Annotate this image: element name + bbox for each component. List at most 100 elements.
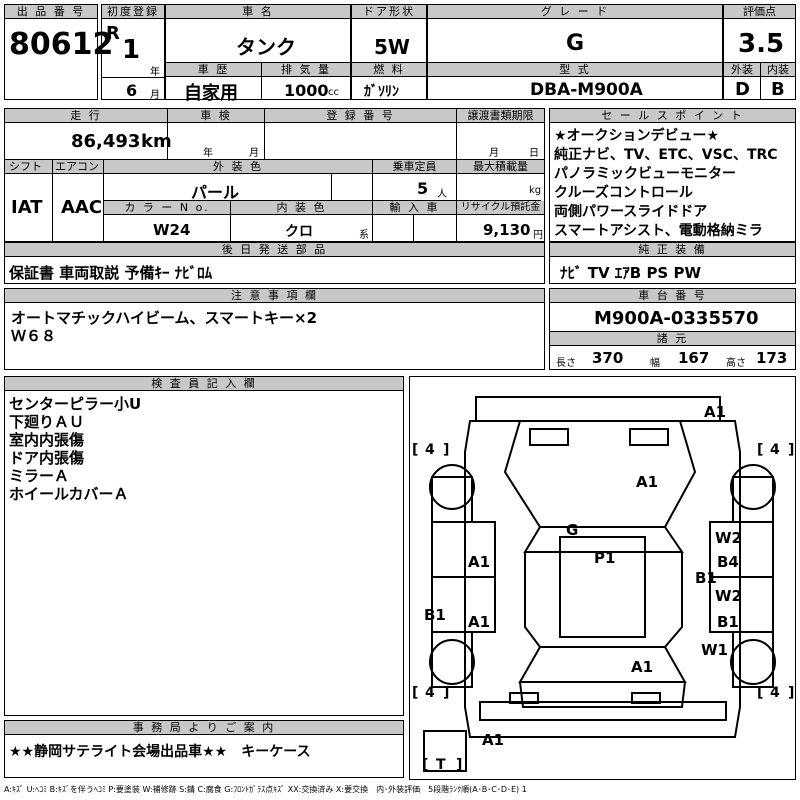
fuel: ｶﾞｿﾘﾝ (364, 84, 399, 100)
capacity-label: 乗車定員 (373, 160, 456, 174)
mark-p1-roof: P1 (594, 549, 615, 567)
equipment-box: 純 正 装 備 ﾅﾋﾞ TV ｴｱB PS PW (549, 242, 796, 284)
length-label: 長さ (556, 358, 576, 369)
taillight-right (631, 692, 661, 704)
lot-number: 80612 (9, 27, 114, 62)
tire-rear-right-value: 4 (770, 685, 780, 701)
capacity: 5 (417, 179, 429, 198)
chassis-number: M900A-0335570 (594, 308, 759, 329)
exterior-color: パール (191, 183, 240, 202)
chassis-box: 車 台 番 号 M900A-0335570 諸 元 長さ 370 幅 167 高… (549, 288, 796, 370)
note-line: オートマチックハイビーム、スマートキー×2 (11, 309, 318, 327)
spare-tire-value: T (436, 757, 446, 773)
grade-box: グ レ ー ド G 型 式 DBA-M900A (427, 4, 723, 100)
lot-number-box: 出 品 番 号 80612 (4, 4, 113, 100)
svg-text:[: [ (757, 442, 763, 458)
mileage-unit: km (141, 131, 172, 152)
mileage-label: 走 行 (5, 109, 167, 123)
mark-a1-bottom: A1 (482, 731, 504, 749)
score: 3.5 (738, 29, 785, 59)
width: 167 (678, 349, 710, 367)
interior-color-label: 内 装 色 (231, 201, 372, 215)
tire-rear-left (429, 639, 475, 685)
first-registration-label: 初度登録 (102, 5, 164, 19)
displacement-unit: cc (328, 87, 339, 98)
body-outline (464, 420, 741, 738)
recycle-unit: 円 (533, 230, 543, 241)
inspector-label: 検 査 員 記 入 欄 (5, 377, 403, 391)
later-parts: 保証書 車両取説 予備ｷｰ ﾅﾋﾞﾛﾑ (9, 264, 213, 282)
exterior-label: 外装 (724, 63, 760, 77)
sales-points-label: セ ー ル ス ポ イ ン ト (550, 109, 795, 123)
tire-front-right (730, 464, 776, 510)
score-label: 評価点 (724, 5, 795, 19)
inspector-note-line: ドア内張傷 (9, 449, 85, 467)
recycle-fee: 9,130 (483, 221, 531, 239)
color-label: 外 装 色 (104, 160, 372, 174)
car-diagram: A1 A1 G P1 A1 A1 B1 W2 B4 B1 W2 B1 W1 A1… (412, 396, 794, 773)
svg-text:]: ] (788, 442, 794, 458)
equipment-label: 純 正 装 備 (550, 243, 795, 257)
mark-b1-left: B1 (424, 606, 446, 624)
inspector-note-line: ミラーＡ (9, 467, 70, 485)
spare-box (423, 730, 467, 772)
roof (559, 536, 646, 638)
later-parts-box: 後 日 発 送 部 品 保証書 車両取説 予備ｷｰ ﾅﾋﾞﾛﾑ (4, 242, 545, 284)
tire-front-left (429, 464, 475, 510)
fuel-label: 燃 料 (352, 63, 426, 77)
history-label: 車 歴 (166, 63, 261, 77)
svg-text:]: ] (788, 685, 794, 701)
load-label: 最大積載量 (457, 160, 544, 174)
mark-w2-right-rear: W2 (715, 587, 742, 605)
displacement-label: 排 気 量 (262, 63, 350, 77)
spec-label: 諸 元 (550, 332, 795, 346)
chassis-label: 車 台 番 号 (550, 289, 795, 303)
sales-point-line: 純正ナビ、TV、ETC、VSC、TRC (554, 147, 778, 163)
rear-bumper (479, 701, 727, 721)
exterior-grade: D (735, 79, 750, 100)
door-label: ドア形状 (352, 5, 426, 19)
sales-point-line: クルーズコントロール (554, 185, 693, 201)
grade: G (566, 31, 585, 56)
mark-b1-right-mid: B1 (695, 569, 717, 587)
front-bumper (475, 396, 721, 422)
office-box: 事 務 局 よ り ご 案 内 ★★静岡サテライト会場出品車★★ キーケース (4, 720, 404, 778)
interior-grade: B (771, 79, 785, 100)
transfer-label: 譲渡書類期限 (457, 109, 544, 123)
svg-text:[: [ (412, 685, 418, 701)
mark-g-glass: G (566, 521, 578, 539)
mark-a1-left-rear: A1 (468, 613, 490, 631)
era: R (106, 23, 120, 44)
mark-a1-hood: A1 (636, 473, 658, 491)
interior-color: クロ (285, 224, 313, 240)
length: 370 (592, 349, 624, 367)
interior-label: 内装 (761, 63, 795, 77)
tire-rear-left-value: 4 (425, 685, 435, 701)
vehicle-details-box: 走 行 車 検 登 録 番 号 譲渡書類期限 86,493 km 年 月 月 日… (4, 108, 545, 242)
car-diagram-box: A1 A1 G P1 A1 A1 B1 W2 B4 B1 W2 B1 W1 A1… (409, 376, 796, 780)
mark-w2-right-front: W2 (715, 529, 742, 547)
tire-front-left-value: 4 (425, 442, 435, 458)
inspector-note-line: センターピラー小U (9, 395, 142, 413)
mark-a1-back: A1 (631, 658, 653, 676)
mark-b4-right: B4 (717, 553, 739, 571)
door-box: ドア形状 5W 燃 料 ｶﾞｿﾘﾝ (351, 4, 427, 100)
tire-front-right-value: 4 (770, 442, 780, 458)
history: 自家用 (184, 83, 238, 104)
inspector-note-line: ホイールカバーＡ (9, 485, 129, 503)
model-label: 型 式 (428, 63, 722, 77)
svg-text:]: ] (443, 685, 449, 701)
color-number: W24 (153, 221, 191, 239)
sales-point-line: 両側パワースライドドア (554, 204, 708, 220)
model: DBA-M900A (530, 80, 643, 100)
sales-point-line: スマートアシスト、電動格納ミラ (554, 223, 763, 239)
car-name-label: 車 名 (166, 5, 350, 19)
ac: AAC (61, 197, 103, 218)
back-door (518, 681, 687, 708)
svg-text:[: [ (412, 442, 418, 458)
door-type: 5W (374, 35, 410, 59)
width-label: 幅 (650, 358, 660, 369)
office-label: 事 務 局 よ り ご 案 内 (5, 721, 403, 735)
hood (503, 420, 697, 528)
